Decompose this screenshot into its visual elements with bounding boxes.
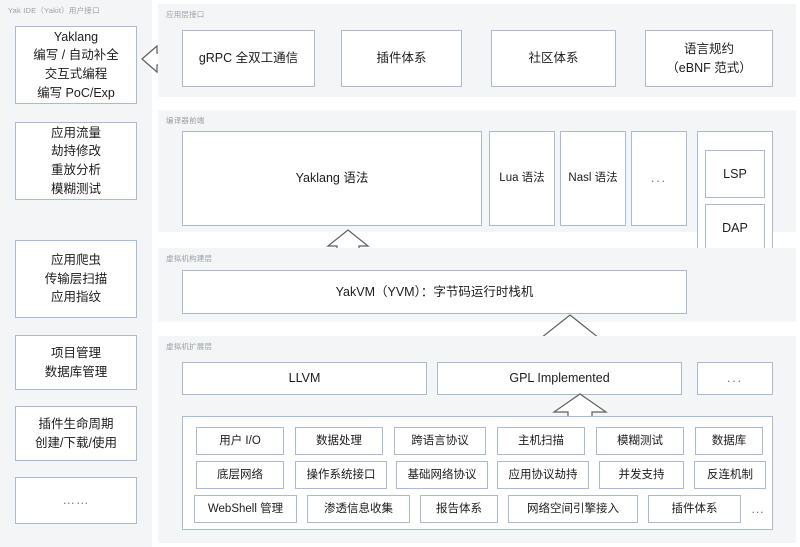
box-community-system[interactable]: 社区体系 bbox=[491, 30, 616, 87]
grid-cell-webshell-mgmt-label: WebShell 管理 bbox=[207, 502, 284, 515]
box-llvm-label: LLVM bbox=[288, 371, 321, 386]
section-app-interface-label: 应用层接口 bbox=[166, 10, 205, 19]
box-yakvm-label: YakVM（YVM）：字节码运行时栈机 bbox=[335, 284, 534, 299]
box-more-grammar-label: ... bbox=[650, 170, 667, 185]
box-more-grammar[interactable]: ... bbox=[631, 131, 687, 226]
left-column-label: Yak IDE（Yakit）用户接口 bbox=[8, 6, 100, 15]
grid-cell-webshell-mgmt[interactable]: WebShell 管理 bbox=[194, 495, 297, 523]
grid-cell-user-io-label: 用户 I/O bbox=[219, 434, 261, 447]
left-box-crawler[interactable]: 应用爬虫 传输层扫描 应用指纹 bbox=[15, 240, 137, 318]
grid-cell-concurrency-support[interactable]: 并发支持 bbox=[599, 461, 684, 489]
box-gpl-implemented[interactable]: GPL Implemented bbox=[437, 362, 682, 395]
left-box-yaklang-ide-label: Yaklang 编写 / 自动补全 交互式编程 编写 PoC/Exp bbox=[33, 29, 119, 100]
box-lua-grammar-label: Lua 语法 bbox=[499, 172, 545, 185]
box-lsp[interactable]: LSP bbox=[705, 150, 765, 198]
grid-cell-data-processing-label: 数据处理 bbox=[316, 434, 362, 447]
grid-cell-database-label: 数据库 bbox=[711, 434, 747, 447]
grid-cell-pentest-info-collect-label: 渗透信息收集 bbox=[324, 502, 393, 515]
box-yaklang-grammar-label: Yaklang 语法 bbox=[295, 171, 369, 186]
box-llvm[interactable]: LLVM bbox=[182, 362, 427, 395]
box-lua-grammar[interactable]: Lua 语法 bbox=[489, 131, 555, 226]
grid-cell-fuzz-test[interactable]: 模糊测试 bbox=[596, 427, 684, 455]
box-grpc[interactable]: gRPC 全双工通信 bbox=[182, 30, 315, 87]
grid-cell-low-level-network-label: 底层网络 bbox=[217, 468, 263, 481]
grid-cell-cyberspace-engine[interactable]: 网络空间引擎接入 bbox=[508, 495, 638, 523]
grid-cell-host-scan-label: 主机扫描 bbox=[518, 434, 564, 447]
grid-cell-more-label: ... bbox=[751, 502, 765, 516]
grid-cell-cyberspace-engine-label: 网络空间引擎接入 bbox=[527, 502, 619, 515]
grid-cell-more: ... bbox=[745, 495, 771, 523]
box-dap-label: DAP bbox=[722, 220, 748, 235]
grid-cell-app-protocol-hijack-label: 应用协议劫持 bbox=[508, 468, 578, 481]
left-box-more[interactable]: …… bbox=[15, 477, 137, 524]
grid-cell-report-system[interactable]: 报告体系 bbox=[420, 495, 498, 523]
left-box-traffic-label: 应用流量 劫持修改 重放分析 模糊测试 bbox=[50, 125, 101, 196]
grid-cell-reverse-connection-label: 反连机制 bbox=[707, 468, 753, 481]
box-nasl-grammar[interactable]: Nasl 语法 bbox=[560, 131, 626, 226]
grid-cell-reverse-connection[interactable]: 反连机制 bbox=[694, 461, 766, 489]
box-language-spec[interactable]: 语言规约 （eBNF 范式） bbox=[645, 30, 773, 87]
grid-cell-fuzz-test-label: 模糊测试 bbox=[617, 434, 663, 447]
left-box-plugin-lifecycle[interactable]: 插件生命周期 创建/下载/使用 bbox=[15, 406, 137, 461]
grid-cell-basic-network-protocol[interactable]: 基础网络协议 bbox=[396, 461, 488, 489]
grid-cell-os-interface[interactable]: 操作系统接口 bbox=[295, 461, 387, 489]
box-yaklang-grammar[interactable]: Yaklang 语法 bbox=[182, 131, 482, 226]
left-box-traffic[interactable]: 应用流量 劫持修改 重放分析 模糊测试 bbox=[15, 122, 137, 200]
section-vm-ext-layer-label: 虚拟机扩展层 bbox=[166, 342, 213, 351]
left-box-project-mgmt[interactable]: 项目管理 数据库管理 bbox=[15, 335, 137, 390]
box-more-ext[interactable]: ... bbox=[697, 362, 773, 395]
left-box-plugin-lifecycle-label: 插件生命周期 创建/下载/使用 bbox=[35, 416, 117, 450]
box-grpc-label: gRPC 全双工通信 bbox=[198, 51, 299, 66]
left-box-project-mgmt-label: 项目管理 数据库管理 bbox=[44, 345, 108, 379]
box-gpl-implemented-label: GPL Implemented bbox=[509, 371, 610, 386]
grid-cell-pentest-info-collect[interactable]: 渗透信息收集 bbox=[307, 495, 410, 523]
box-yakvm[interactable]: YakVM（YVM）：字节码运行时栈机 bbox=[182, 270, 687, 314]
grid-cell-database[interactable]: 数据库 bbox=[695, 427, 763, 455]
grid-cell-cross-language-protocol[interactable]: 跨语言协议 bbox=[394, 427, 486, 455]
section-vm-layer-label: 虚拟机构建层 bbox=[166, 254, 213, 263]
grid-cell-app-protocol-hijack[interactable]: 应用协议劫持 bbox=[497, 461, 589, 489]
left-box-more-label: …… bbox=[62, 493, 90, 508]
box-lsp-label: LSP bbox=[723, 166, 747, 181]
grid-cell-plugin-system-2-label: 插件体系 bbox=[671, 502, 718, 515]
grid-cell-plugin-system-2[interactable]: 插件体系 bbox=[648, 495, 741, 523]
grid-cell-basic-network-protocol-label: 基础网络协议 bbox=[407, 468, 477, 481]
box-language-spec-label: 语言规约 （eBNF 范式） bbox=[666, 42, 752, 75]
box-plugin-system-label: 插件体系 bbox=[376, 51, 427, 66]
grid-cell-low-level-network[interactable]: 底层网络 bbox=[196, 461, 284, 489]
grid-cell-report-system-label: 报告体系 bbox=[436, 502, 482, 515]
grid-cell-os-interface-label: 操作系统接口 bbox=[306, 468, 376, 481]
grid-cell-data-processing[interactable]: 数据处理 bbox=[295, 427, 383, 455]
box-plugin-system[interactable]: 插件体系 bbox=[341, 30, 462, 87]
left-box-yaklang-ide[interactable]: Yaklang 编写 / 自动补全 交互式编程 编写 PoC/Exp bbox=[15, 26, 137, 104]
section-compiler-frontend-label: 编译器前端 bbox=[166, 116, 205, 125]
grid-cell-host-scan[interactable]: 主机扫描 bbox=[497, 427, 585, 455]
box-nasl-grammar-label: Nasl 语法 bbox=[568, 172, 618, 185]
grid-cell-concurrency-support-label: 并发支持 bbox=[618, 468, 665, 481]
grid-cell-user-io[interactable]: 用户 I/O bbox=[196, 427, 284, 455]
grid-cell-cross-language-protocol-label: 跨语言协议 bbox=[411, 434, 469, 447]
left-box-crawler-label: 应用爬虫 传输层扫描 应用指纹 bbox=[44, 252, 108, 305]
left-column-panel: Yak IDE（Yakit）用户接口 Yaklang 编写 / 自动补全 交互式… bbox=[0, 0, 152, 547]
box-dap[interactable]: DAP bbox=[705, 204, 765, 252]
box-more-ext-label: ... bbox=[726, 370, 743, 385]
box-community-system-label: 社区体系 bbox=[528, 51, 579, 66]
